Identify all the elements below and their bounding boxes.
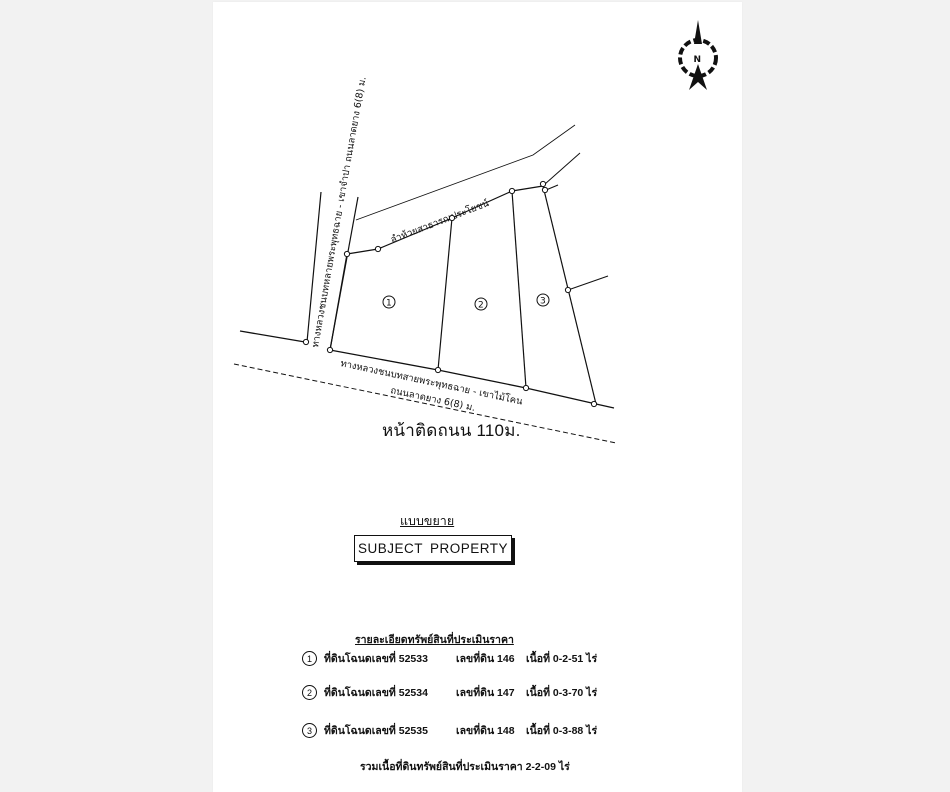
parcel-boundary	[542, 185, 597, 405]
canal-label: ลำห้วยสาธารณประโยชน์	[389, 197, 491, 246]
lot-number: เลขที่ดิน 148	[456, 725, 515, 737]
frontage-label: หน้าติดถนน 110ม.	[382, 421, 521, 440]
parcel-row-2: 2 ที่ดินโฉนดเลขที่ 52534 เลขที่ดิน 147 เ…	[302, 684, 597, 701]
parcel-label-1[interactable]: 1	[382, 295, 396, 309]
road-edge	[329, 349, 615, 409]
survey-markers	[302, 180, 598, 408]
expand-label: แบบขยาย	[400, 514, 455, 528]
canal-edge	[355, 124, 576, 221]
parcel-row-1: 1 ที่ดินโฉนดเลขที่ 52533 เลขที่ดิน 146 เ…	[302, 650, 597, 667]
north-arrow-icon: N	[678, 20, 718, 90]
parcel-boundary	[437, 217, 453, 371]
document-page	[213, 2, 742, 792]
parcel-area: เนื้อที่ 0-2-51 ไร่	[526, 653, 598, 665]
deed-number: ที่ดินโฉนดเลขที่ 52534	[324, 687, 428, 699]
subject-property-label: SUBJECT PROPERTY	[357, 541, 509, 556]
svg-text:1: 1	[386, 299, 392, 309]
parcel-number-badge: 2	[302, 685, 317, 700]
parcel-row-3: 3 ที่ดินโฉนดเลขที่ 52535 เลขที่ดิน 148 เ…	[302, 722, 597, 739]
road-centerline	[233, 363, 617, 444]
deed-number: ที่ดินโฉนดเลขที่ 52535	[324, 725, 428, 737]
road-edge	[306, 191, 322, 343]
parcel-area: เนื้อที่ 0-3-70 ไร่	[526, 687, 598, 699]
north-label: N	[694, 55, 702, 65]
parcel-boundary	[511, 190, 527, 389]
parcel-area: เนื้อที่ 0-3-88 ไร่	[526, 725, 598, 737]
details-title: รายละเอียดทรัพย์สินที่ประเมินราคา	[355, 634, 514, 646]
deed-number: ที่ดินโฉนดเลขที่ 52533	[324, 653, 428, 665]
subject-property-box: SUBJECT PROPERTY	[354, 535, 512, 562]
svg-text:3: 3	[540, 297, 546, 307]
lot-number: เลขที่ดิน 147	[456, 687, 515, 699]
lot-number: เลขที่ดิน 146	[456, 653, 515, 665]
svg-text:2: 2	[478, 301, 484, 311]
parcel-label-3[interactable]: 3	[536, 293, 550, 307]
parcel-number-badge: 3	[302, 723, 317, 738]
parcel-label-2[interactable]: 2	[474, 297, 488, 311]
parcel-number-badge: 1	[302, 651, 317, 666]
total-area: รวมเนื้อที่ดินทรัพย์สินที่ประเมินราคา 2-…	[360, 761, 570, 773]
